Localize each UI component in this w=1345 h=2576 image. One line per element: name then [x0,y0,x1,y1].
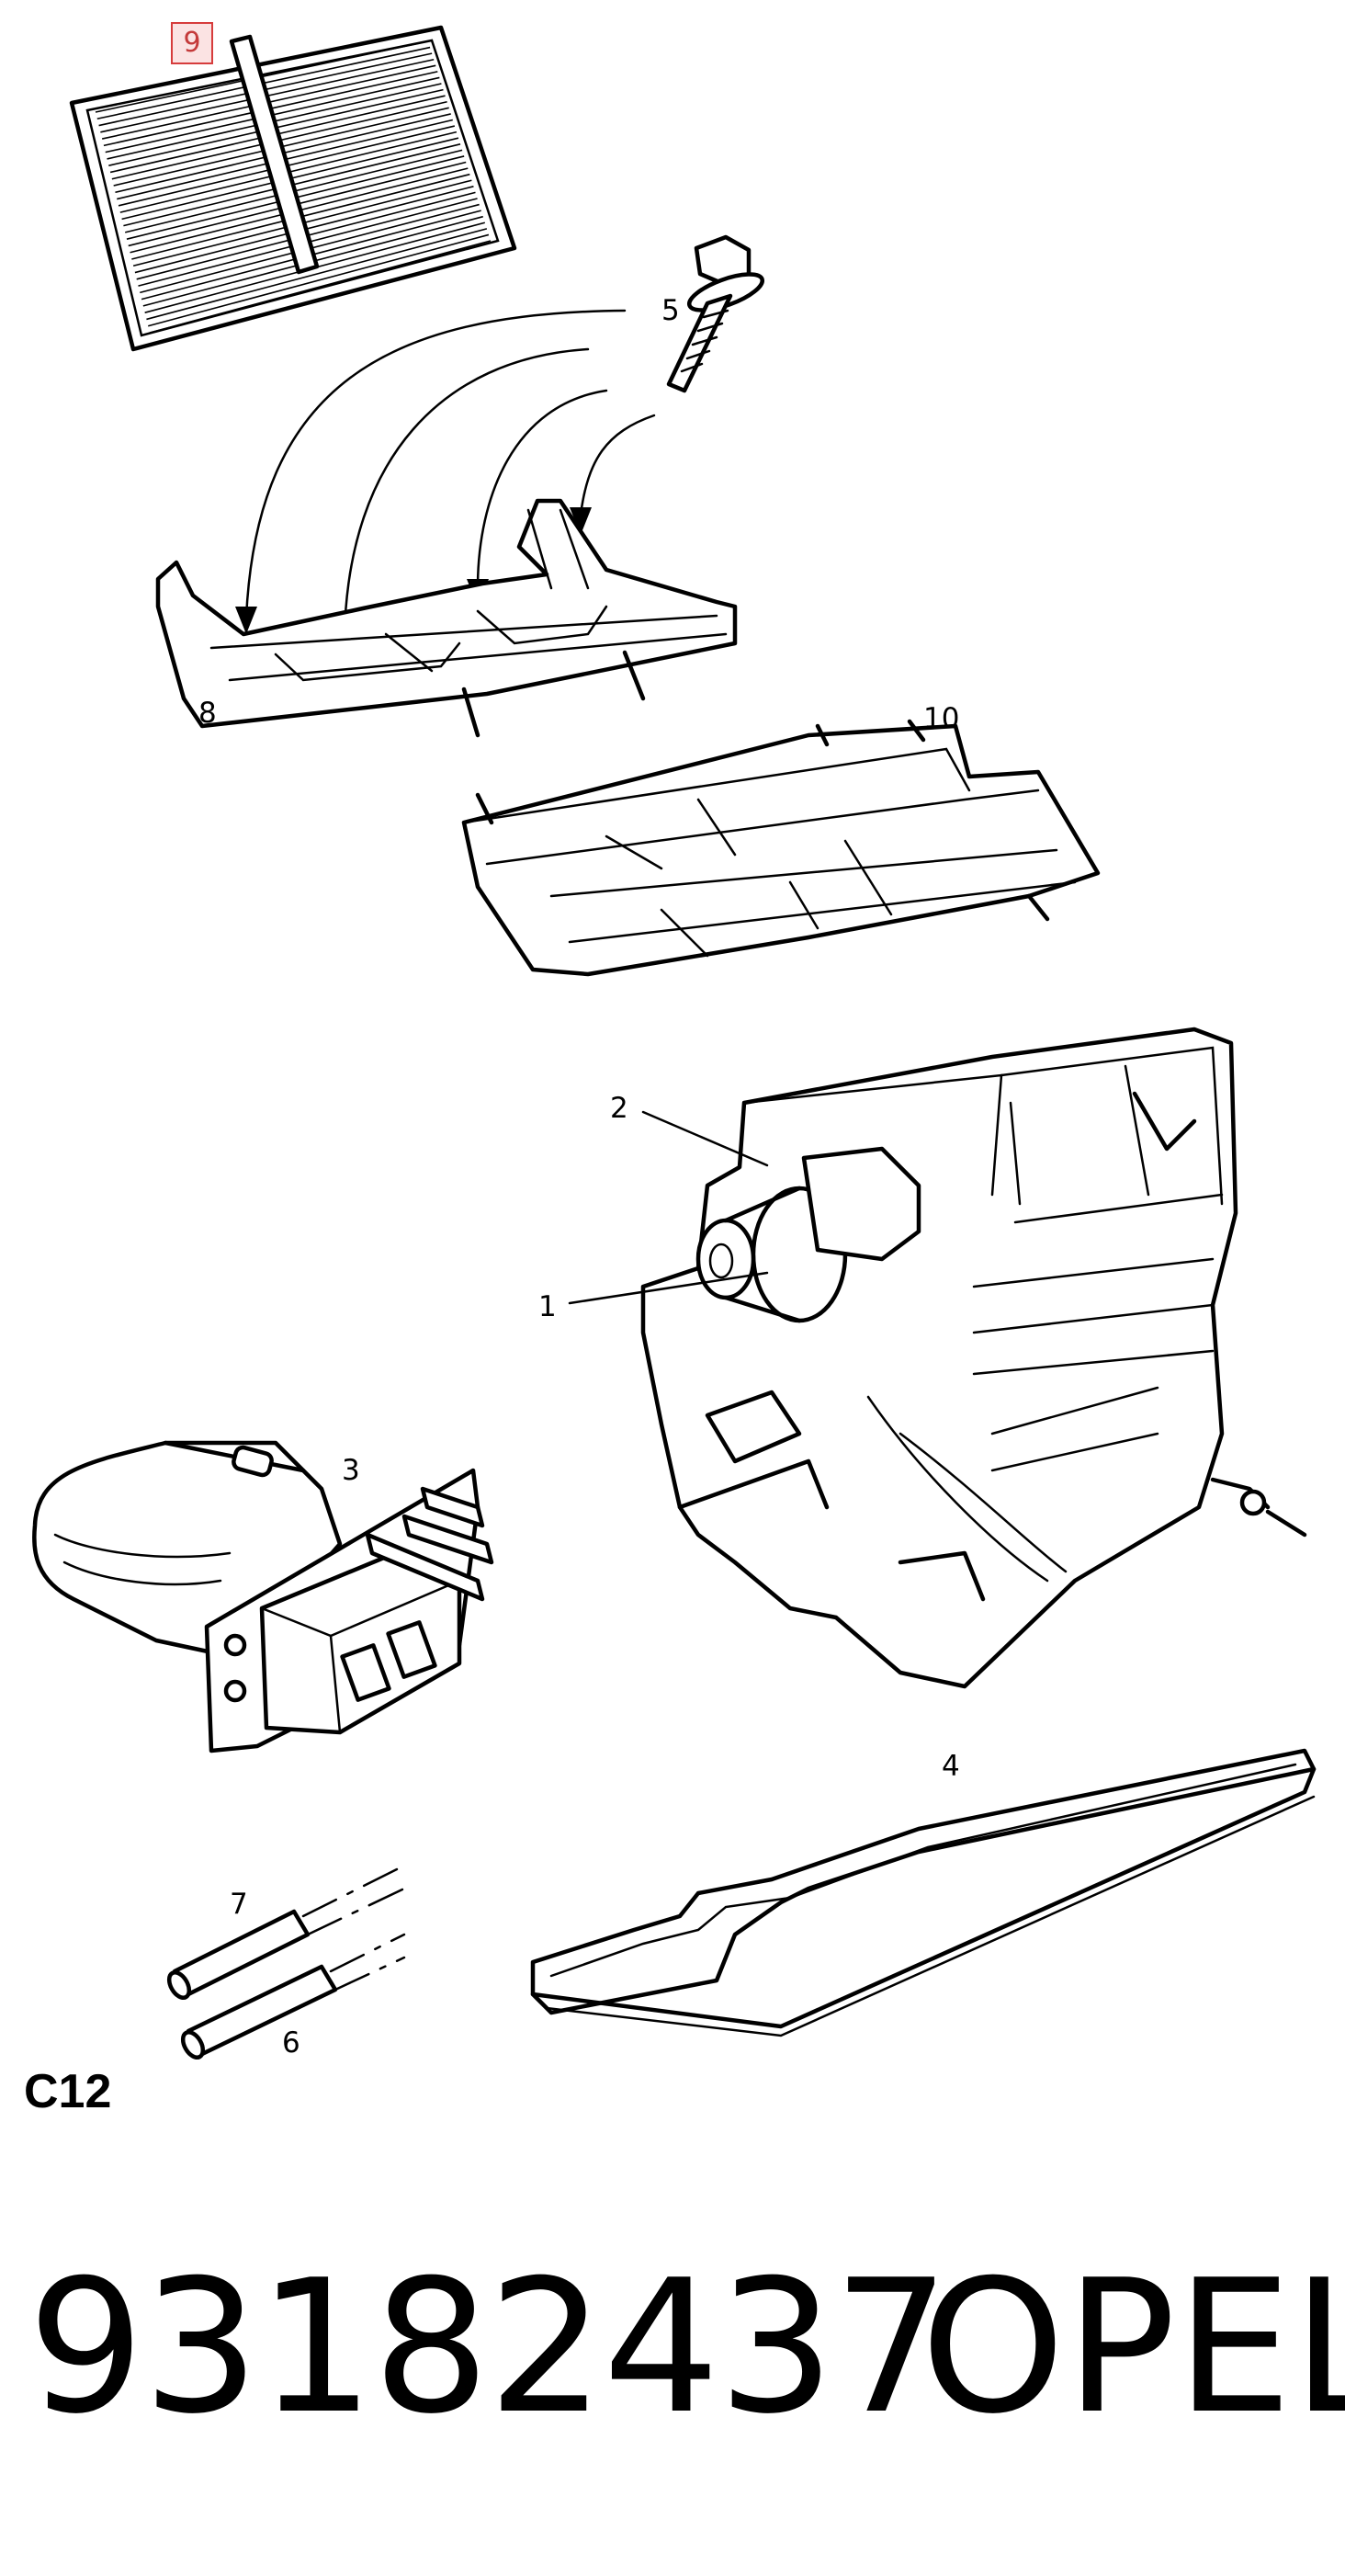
hose-parts [166,1864,406,2060]
callout-3: 3 [342,1454,360,1487]
leader-lines [568,1110,769,1305]
callout-10: 10 [923,702,959,735]
brand-name: OPEL [921,2241,1345,2455]
callout-5: 5 [661,294,680,327]
filter-pleat-line [146,228,488,321]
screw-location-arrows [235,309,656,653]
cabin-filter-part [69,25,517,352]
callout-4: 4 [942,1750,960,1783]
filter-bracket-part [155,498,738,738]
callout-2: 2 [610,1092,628,1125]
blower-housing-part [640,1027,1307,1689]
part-number: 93182437 [28,2241,950,2455]
highlighted-callout-9: 9 [171,22,213,64]
filter-pleat-line [148,233,490,327]
air-housing-tray-part [461,719,1101,977]
screw-part [666,234,765,393]
callout-7: 7 [230,1888,248,1921]
callout-labels: 1 2 3 4 5 6 7 8 10 [198,294,960,2060]
section-code-label: C12 [24,2065,112,2118]
callout-1: 1 [538,1290,557,1323]
filter-pleat-line [149,240,492,334]
blower-resistor-part [32,1440,494,1753]
callout-8: 8 [198,697,217,730]
gasket-part [530,1748,1317,2037]
callout-6: 6 [282,2026,300,2060]
